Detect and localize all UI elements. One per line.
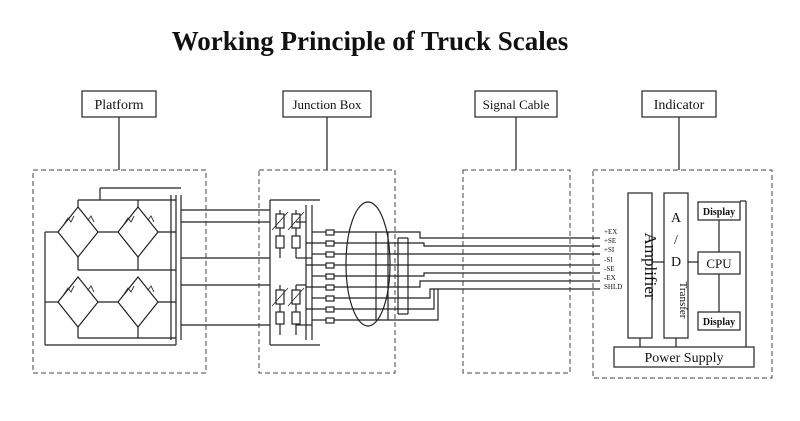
junction-box-circuit (269, 199, 335, 346)
platform-load-cells (44, 187, 270, 346)
indicator-label: Indicator (654, 98, 705, 113)
signal-label: +SI (604, 246, 615, 254)
junction-box-label-box: Junction Box (282, 90, 372, 118)
cpu-label: CPU (706, 256, 732, 271)
signal-label: -SE (604, 265, 615, 273)
ad-letter: A (671, 211, 682, 226)
signal-label: +SE (604, 237, 616, 245)
display-bottom-label: Display (703, 317, 735, 328)
power-supply-label: Power Supply (645, 351, 724, 366)
signal-cable-label-box: Signal Cable (474, 90, 558, 118)
display-top-label: Display (703, 207, 735, 218)
signal-cable-label: Signal Cable (483, 97, 550, 112)
transfer-label: Transfer (677, 282, 689, 319)
junction-box-label: Junction Box (293, 97, 362, 112)
signal-label: -EX (604, 274, 616, 282)
signal-cable-region (462, 169, 571, 374)
power-supply-block (613, 346, 755, 368)
indicator-circuit: Amplifier A / D Transfer CPU Display Dis… (613, 192, 755, 368)
leader-lines (118, 117, 680, 170)
cable-bundle-ellipse (345, 201, 391, 327)
signal-wires (334, 231, 600, 321)
ad-letter: / (674, 233, 678, 248)
platform-region (32, 169, 207, 374)
platform-label: Platform (95, 98, 144, 113)
diagram-title: Working Principle of Truck Scales (172, 26, 569, 56)
amplifier-label: Amplifier (641, 232, 660, 299)
signal-label: -SI (604, 256, 613, 264)
ad-letter: D (671, 255, 681, 270)
signal-label: SHLD (604, 283, 622, 291)
signal-labels: +EX +SE +SI -SI -SE -EX SHLD (604, 228, 622, 291)
signal-label: +EX (604, 228, 617, 236)
junction-box-region (258, 169, 396, 374)
indicator-region (592, 169, 773, 379)
platform-label-box: Platform (81, 90, 157, 118)
indicator-label-box: Indicator (641, 90, 717, 118)
